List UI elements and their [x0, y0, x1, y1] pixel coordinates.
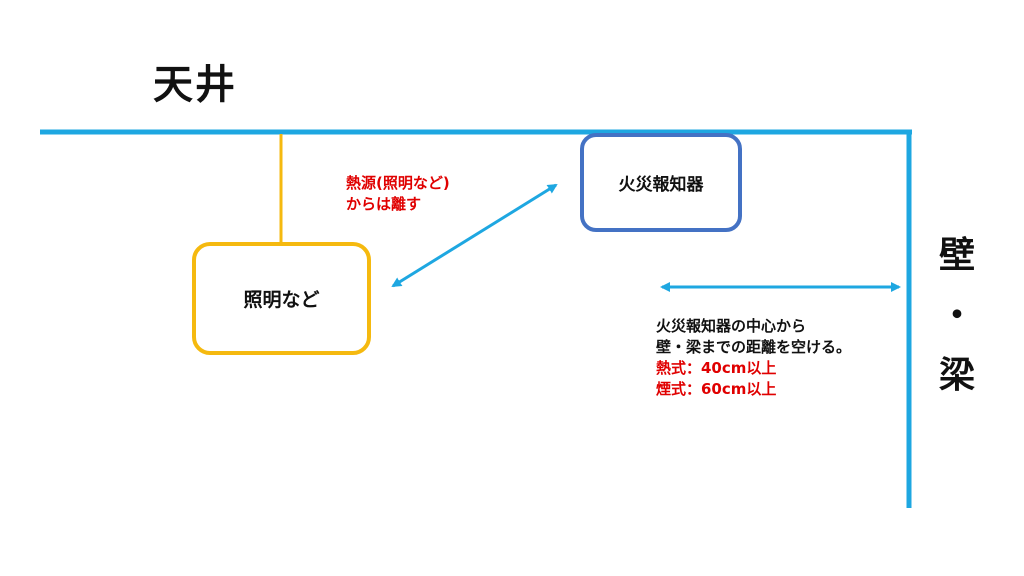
wall-label-char: 梁	[938, 355, 975, 396]
wall-label-char: 壁	[938, 235, 975, 276]
heat-distance-arrow	[391, 183, 558, 288]
ceiling-label: 天井	[153, 62, 237, 108]
fire-detector-box: 火災報知器	[580, 133, 742, 232]
heat-source-note: 熱源(照明など) からは離す	[346, 173, 450, 215]
fire-detector-label: 火災報知器	[618, 175, 704, 195]
wall-label: 壁 ・ 梁	[930, 226, 984, 406]
light-fixture-label: 照明など	[243, 289, 320, 311]
wall-distance-note-line: 壁・梁までの距離を空ける。	[656, 338, 852, 356]
smoke-type-distance: 煙式：60cm以上	[656, 380, 777, 398]
heat-type-distance: 熱式：40cm以上	[656, 359, 777, 377]
heat-source-note-line: 熱源(照明など)	[346, 174, 450, 192]
wall-label-char: ・	[938, 295, 975, 336]
wall-distance-note: 火災報知器の中心から 壁・梁までの距離を空ける。 熱式：40cm以上 煙式：60…	[656, 316, 851, 400]
light-fixture-box: 照明など	[192, 242, 371, 355]
wall-distance-note-line: 火災報知器の中心から	[656, 317, 807, 335]
heat-source-note-line: からは離す	[346, 195, 422, 213]
